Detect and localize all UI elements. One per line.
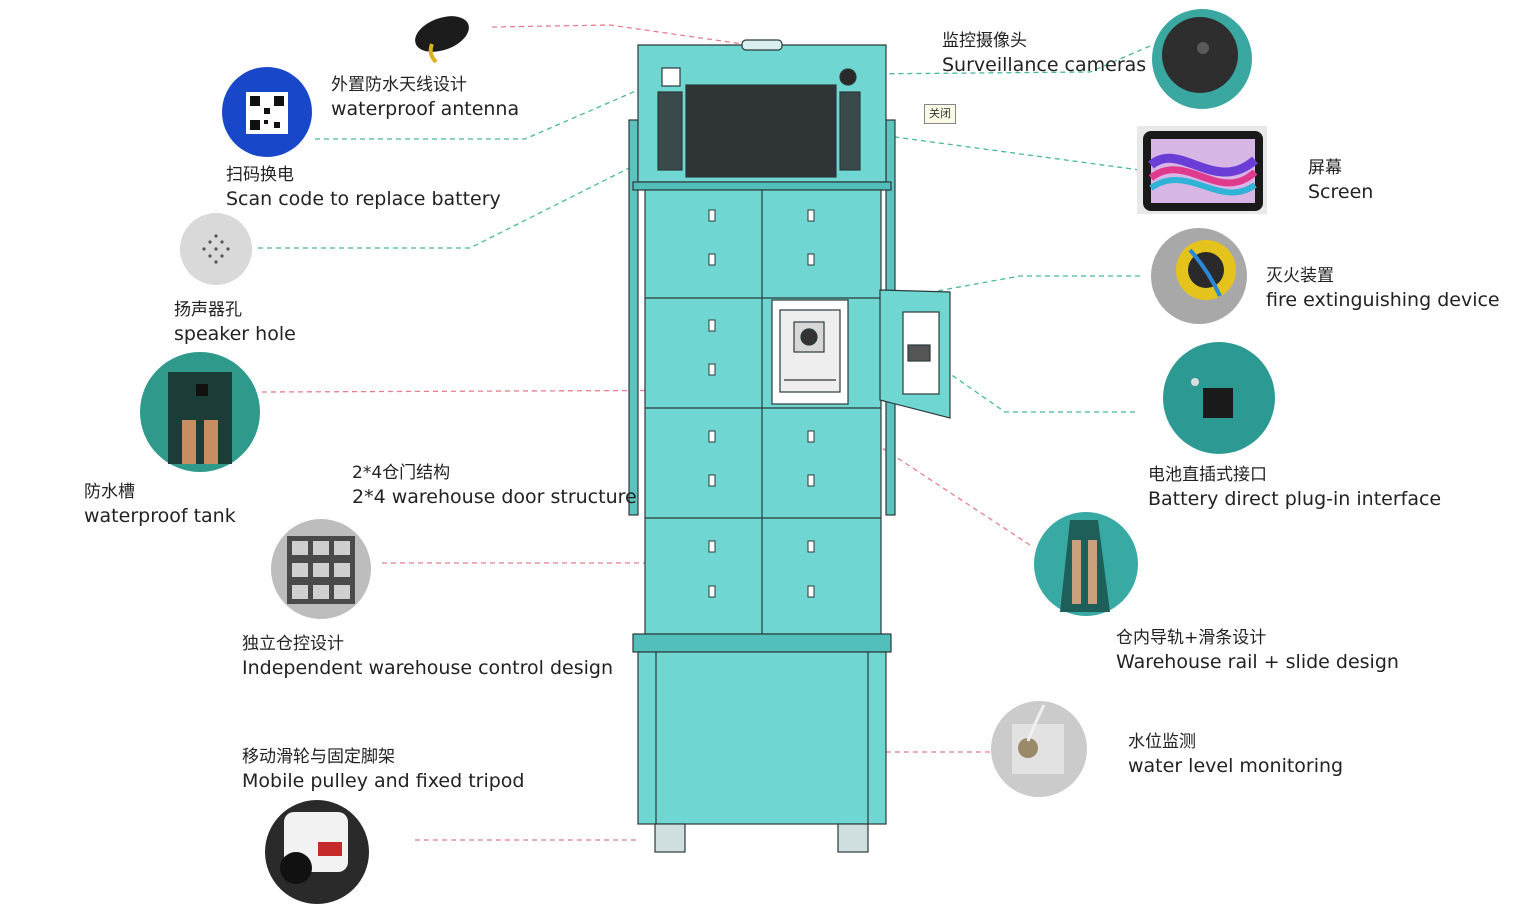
label-screen-zh: 屏幕 — [1308, 158, 1342, 178]
open-compartment — [771, 289, 951, 419]
fire-extinguisher-photo — [1151, 228, 1247, 324]
line-antenna — [491, 24, 751, 46]
caster-wheel-photo — [265, 800, 369, 904]
label-plug: 电池直插式接口 Battery direct plug-in interface — [1148, 463, 1441, 511]
label-speaker-zh: 扬声器孔 — [174, 300, 242, 320]
waterproof-tank-photo — [140, 352, 260, 472]
label-water: 水位监测 water level monitoring — [1128, 730, 1343, 778]
foot-left — [654, 823, 686, 853]
label-tank: 防水槽 waterproof tank — [84, 480, 236, 528]
label-camera: 监控摄像头 Surveillance cameras — [942, 29, 1146, 77]
label-fire-zh: 灭火装置 — [1266, 266, 1334, 286]
foot-right — [837, 823, 869, 853]
label-plug-en: Battery direct plug-in interface — [1148, 488, 1442, 510]
label-antenna-zh: 外置防水天线设计 — [331, 75, 467, 95]
tablet-screen-icon — [1137, 126, 1267, 214]
label-speaker: 扬声器孔 speaker hole — [174, 298, 296, 346]
label-door-en: 2*4 warehouse door structure — [352, 486, 637, 508]
label-scan-en: Scan code to replace battery — [226, 188, 501, 210]
label-rail-en: Warehouse rail + slide design — [1116, 651, 1399, 673]
label-camera-en: Surveillance cameras — [942, 54, 1147, 76]
line-plug — [929, 359, 1135, 413]
rail-slide-photo — [1034, 512, 1138, 616]
label-door: 2*4仓门结构 2*4 warehouse door structure — [352, 461, 637, 509]
label-tank-zh: 防水槽 — [84, 482, 135, 502]
vent-left — [657, 91, 683, 171]
control-board-photo — [271, 519, 371, 619]
label-pulley-zh: 移动滑轮与固定脚架 — [242, 747, 395, 767]
label-antenna-en: waterproof antenna — [331, 98, 520, 120]
label-pulley: 移动滑轮与固定脚架 Mobile pulley and fixed tripod — [242, 745, 525, 793]
speaker-grille-icon — [180, 213, 252, 285]
antenna-puck-icon — [415, 16, 469, 64]
label-fire-en: fire extinguishing device — [1266, 289, 1500, 311]
label-screen: 屏幕 Screen — [1308, 156, 1373, 204]
cabinet-base — [637, 651, 887, 825]
line-camera — [857, 45, 1151, 75]
scan-window — [661, 67, 681, 87]
label-rail-zh: 仓内导轨+滑条设计 — [1116, 628, 1267, 648]
line-speaker — [258, 149, 666, 249]
label-speaker-en: speaker hole — [174, 323, 296, 345]
label-antenna: 外置防水天线设计 waterproof antenna — [331, 73, 519, 121]
qr-code-icon — [222, 67, 312, 157]
line-tank — [261, 389, 769, 393]
label-control-en: Independent warehouse control design — [242, 657, 614, 679]
line-scan — [315, 76, 669, 140]
label-door-zh: 2*4仓门结构 — [352, 463, 451, 483]
label-scan: 扫码换电 Scan code to replace battery — [226, 163, 501, 211]
label-control: 独立仓控设计 Independent warehouse control des… — [242, 632, 613, 680]
plug-interface-photo — [1163, 342, 1275, 454]
label-water-zh: 水位监测 — [1128, 732, 1196, 752]
label-screen-en: Screen — [1308, 181, 1374, 203]
water-sensor-photo — [991, 701, 1087, 797]
label-pulley-en: Mobile pulley and fixed tripod — [242, 770, 525, 792]
label-control-zh: 独立仓控设计 — [242, 634, 344, 654]
antenna-cap — [741, 39, 783, 51]
label-plug-zh: 电池直插式接口 — [1148, 465, 1267, 485]
label-camera-zh: 监控摄像头 — [942, 31, 1027, 51]
camera-lens — [839, 68, 857, 86]
cabinet — [628, 39, 896, 853]
label-water-en: water level monitoring — [1128, 755, 1344, 777]
camera-dome-photo — [1152, 9, 1252, 109]
close-button[interactable]: 关闭 — [924, 104, 956, 124]
label-scan-zh: 扫码换电 — [226, 165, 294, 185]
vent-right — [839, 91, 861, 171]
screen-panel — [685, 84, 837, 178]
label-tank-en: waterproof tank — [84, 505, 236, 527]
label-rail: 仓内导轨+滑条设计 Warehouse rail + slide design — [1116, 626, 1399, 674]
line-fire — [914, 275, 1140, 296]
door-block — [644, 189, 882, 635]
door-handles — [708, 209, 815, 598]
label-fire: 灭火装置 fire extinguishing device — [1266, 264, 1500, 312]
